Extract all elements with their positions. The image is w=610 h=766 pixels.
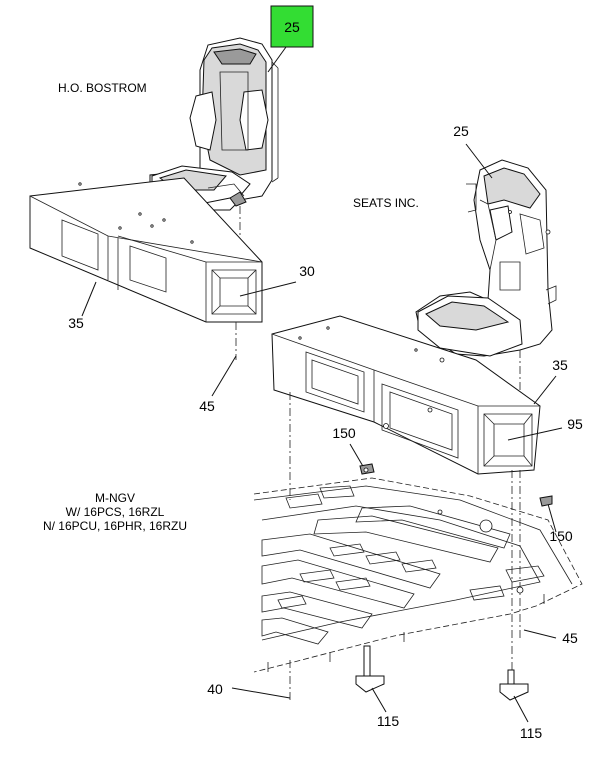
callout-115-left: 115 xyxy=(377,713,400,729)
caption-mngv-line2: W/ 16PCS, 16RZL xyxy=(66,505,165,519)
callout-box-highlighted xyxy=(270,5,314,48)
bracket-right xyxy=(539,495,553,507)
seats-inc-seat xyxy=(415,159,557,357)
bolt-right xyxy=(499,669,529,701)
right-seat-box xyxy=(271,315,541,475)
left-seat-box xyxy=(29,177,263,323)
callout-45-left: 45 xyxy=(199,398,215,414)
caption-seats-inc: SEATS INC. xyxy=(353,196,419,210)
callout-150-right: 150 xyxy=(549,528,573,544)
caption-mngv-line1: M-NGV xyxy=(95,491,135,505)
callout-25-si: 25 xyxy=(453,123,469,139)
callout-35-left: 35 xyxy=(68,315,84,331)
callout-25-ho: 25 xyxy=(284,19,300,35)
callout-35-right: 35 xyxy=(552,357,568,373)
callout-30: 30 xyxy=(299,263,315,279)
callout-45-right: 45 xyxy=(562,630,578,646)
callout-95: 95 xyxy=(567,416,583,432)
mngv-caption: M-NGV W/ 16PCS, 16RZL N/ 16PCU, 16PHR, 1… xyxy=(43,491,187,533)
callout-115-right: 115 xyxy=(520,725,543,741)
caption-ho-bostrom: H.O. BOSTROM xyxy=(58,81,147,95)
caption-mngv-line3: N/ 16PCU, 16PHR, 16RZU xyxy=(43,519,187,533)
floor-panel xyxy=(253,467,583,673)
bolt-left xyxy=(355,645,385,693)
callout-150-top: 150 xyxy=(332,425,356,441)
callout-40: 40 xyxy=(207,681,223,697)
